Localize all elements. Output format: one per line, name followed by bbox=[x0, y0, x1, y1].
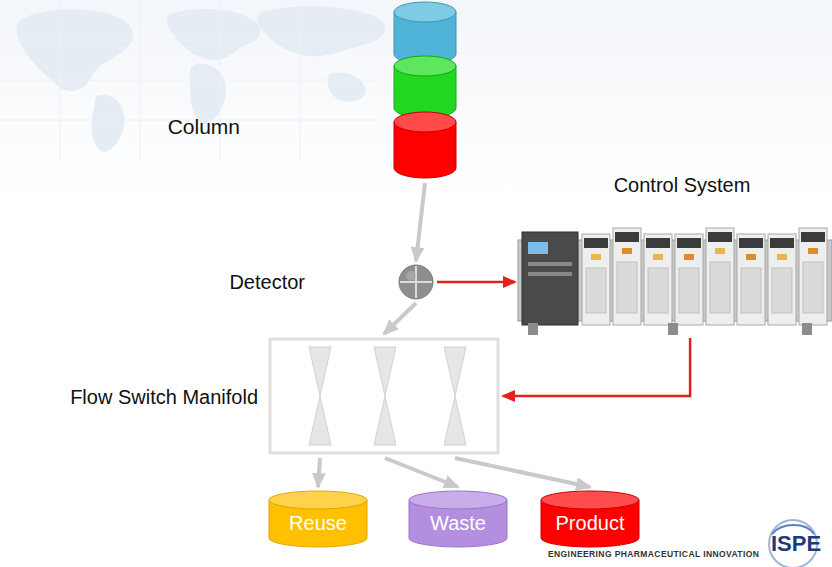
logo-name: ISPE bbox=[771, 531, 821, 557]
logo-tagline: ENGINEERING PHARMACEUTICAL INNOVATION bbox=[548, 549, 759, 559]
waste-tank: Waste bbox=[408, 490, 508, 548]
part-label: Detector bbox=[229, 271, 305, 294]
signal-arrow bbox=[503, 338, 690, 396]
manifold-shape bbox=[268, 337, 500, 455]
flow-arrow bbox=[318, 458, 320, 487]
control-system-node: Control System bbox=[518, 228, 832, 335]
tank-label: Product bbox=[556, 512, 625, 535]
flow-arrow bbox=[416, 183, 425, 261]
column-node: Column bbox=[393, 0, 457, 180]
stack-shape bbox=[393, 0, 457, 180]
flow-arrow bbox=[455, 458, 590, 487]
part-label: Flow Switch Manifold bbox=[70, 386, 258, 409]
flow-arrow bbox=[385, 458, 458, 487]
flow-arrow bbox=[384, 303, 416, 334]
manifold-node: Flow Switch Manifold bbox=[268, 337, 500, 455]
detector-node: Detector bbox=[398, 264, 434, 300]
plc-shape bbox=[518, 228, 832, 335]
detector-shape bbox=[398, 264, 434, 300]
product-tank: Product bbox=[540, 490, 640, 548]
part-label: Control System bbox=[614, 174, 751, 197]
signal-arrow bbox=[437, 281, 515, 284]
part-label: Column bbox=[168, 115, 240, 139]
tank-label: Waste bbox=[430, 512, 486, 535]
reuse-tank: Reuse bbox=[268, 490, 368, 548]
tank-label: Reuse bbox=[289, 512, 347, 535]
